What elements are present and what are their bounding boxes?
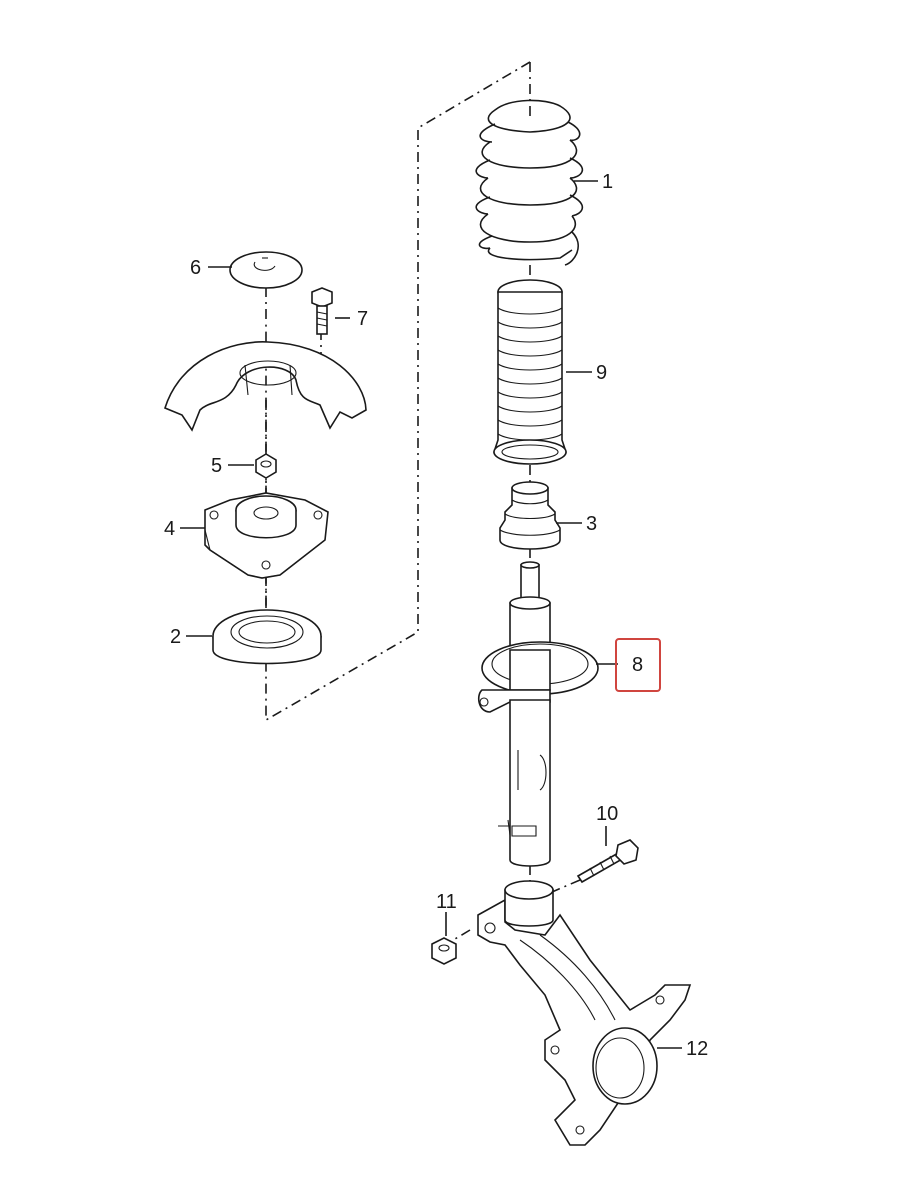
label-7[interactable]: 7: [357, 308, 368, 330]
dust-boot: [493, 279, 567, 465]
highlight-box: [615, 638, 661, 692]
label-3[interactable]: 3: [586, 513, 597, 535]
nut-11: [431, 937, 457, 965]
leader-lines: [180, 180, 682, 1049]
part-labels: 1 2 3 4 5 6 7 8 9 10 11 12: [164, 171, 708, 1060]
bump-stop: [499, 481, 561, 550]
steering-knuckle: [477, 880, 692, 1146]
strut-bearing: [212, 609, 322, 665]
label-6[interactable]: 6: [190, 257, 201, 279]
label-9[interactable]: 9: [596, 362, 607, 384]
bolt-7: [311, 287, 333, 335]
bolt-10: [576, 839, 639, 884]
body-panel: [164, 341, 367, 432]
label-1[interactable]: 1: [602, 171, 613, 193]
nut-5: [255, 453, 277, 479]
shock-absorber: [477, 561, 599, 867]
label-2[interactable]: 2: [170, 626, 181, 648]
cap: [229, 251, 303, 289]
label-5[interactable]: 5: [211, 455, 222, 477]
strut-mount: [204, 492, 329, 579]
label-11[interactable]: 11: [436, 891, 457, 913]
label-12[interactable]: 12: [686, 1038, 708, 1060]
label-4[interactable]: 4: [164, 518, 175, 540]
coil-spring: [475, 99, 584, 266]
label-8[interactable]: 8: [632, 654, 643, 676]
label-10[interactable]: 10: [596, 803, 618, 825]
